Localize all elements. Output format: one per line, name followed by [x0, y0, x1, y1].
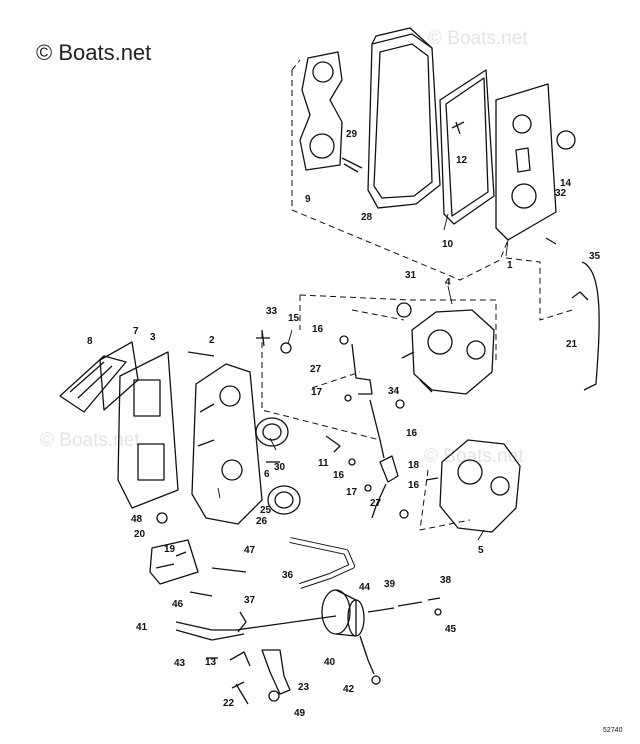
carburetor-part	[401, 309, 495, 395]
callout-number: 2	[209, 335, 215, 346]
bracket-part	[261, 649, 291, 695]
wire-part	[175, 615, 337, 641]
cap-part	[396, 302, 412, 318]
solenoid-part	[321, 589, 365, 637]
plunger-part	[367, 597, 441, 613]
callout-number: 19	[164, 544, 176, 555]
callout-number: 27	[310, 364, 322, 375]
nut-part	[280, 342, 292, 354]
callout-number: 29	[346, 129, 358, 140]
callout-number: 36	[282, 570, 294, 581]
callout-number: 31	[405, 270, 417, 281]
callout-number: 16	[406, 428, 418, 439]
screw-part	[341, 157, 363, 173]
callout-number: 4	[445, 277, 451, 288]
clamp-part	[229, 651, 251, 667]
callout-labels: 1234567891011121314151616161617171819202…	[87, 129, 601, 719]
cover-plate-part	[495, 83, 557, 241]
diagram-code: 52740	[603, 727, 623, 734]
callout-number: 37	[244, 595, 256, 606]
callout-number: 28	[361, 212, 373, 223]
nut-part	[434, 608, 442, 616]
screw-part	[187, 351, 215, 357]
callout-number: 16	[408, 480, 420, 491]
gasket-part	[255, 417, 301, 515]
screw-part	[256, 329, 270, 347]
callout-number: 8	[87, 336, 93, 347]
clip-part	[571, 291, 589, 301]
ghost-watermark: © Boats.net	[428, 28, 528, 49]
callout-number: 47	[244, 545, 256, 556]
screw-part	[451, 121, 465, 135]
reed-valve-part	[59, 355, 127, 413]
ghost-watermark: © Boats.net	[424, 446, 524, 467]
callout-number: 16	[333, 470, 345, 481]
callout-number: 13	[205, 657, 217, 668]
callout-number: 27	[370, 498, 382, 509]
nut-part	[268, 690, 280, 702]
callout-number: 38	[440, 575, 452, 586]
callout-number: 48	[131, 514, 143, 525]
ghost-watermark: © Boats.net	[40, 430, 140, 451]
bracket-part	[149, 512, 199, 585]
screw-part	[211, 567, 247, 573]
callout-number: 10	[442, 239, 454, 250]
callout-number: 26	[256, 516, 268, 527]
gasket-part	[439, 69, 495, 225]
callout-number: 15	[288, 313, 300, 324]
callout-number: 46	[172, 599, 184, 610]
callout-number: 18	[408, 460, 420, 471]
callout-number: 41	[136, 622, 148, 633]
callout-number: 32	[555, 188, 567, 199]
callout-number: 6	[264, 469, 270, 480]
callout-number: 22	[223, 698, 235, 709]
linkage-part	[325, 335, 409, 519]
screw-part	[231, 681, 249, 705]
callout-number: 45	[445, 624, 457, 635]
screw-part	[545, 237, 557, 245]
leaf-plate-part	[117, 351, 179, 509]
intake-manifold-part	[191, 363, 263, 525]
callout-number: 44	[359, 582, 371, 593]
callout-number: 5	[478, 545, 484, 556]
callout-number: 3	[150, 332, 156, 343]
callout-number: 34	[388, 386, 400, 397]
callout-number: 17	[311, 387, 323, 398]
callout-number: 33	[266, 306, 278, 317]
leader-lines	[217, 213, 509, 541]
callout-number: 16	[312, 324, 324, 335]
callout-number: 35	[589, 251, 601, 262]
callout-number: 21	[566, 339, 578, 350]
callout-number: 39	[384, 579, 396, 590]
callout-number: 43	[174, 658, 186, 669]
carburetor-part	[425, 439, 521, 533]
assembly-outline	[261, 59, 573, 531]
callout-number: 12	[456, 155, 468, 166]
callout-number: 20	[134, 529, 146, 540]
gasket-part	[299, 51, 343, 171]
callout-number: 23	[298, 682, 310, 693]
callout-number: 42	[343, 684, 355, 695]
watermark-text: © Boats.net	[36, 40, 152, 65]
callout-number: 49	[294, 708, 306, 719]
callout-number: 11	[318, 458, 329, 469]
callout-number: 1	[507, 260, 513, 271]
callout-number: 14	[560, 178, 572, 189]
clamp-part	[237, 611, 247, 633]
callout-number: 17	[346, 487, 358, 498]
callout-number: 9	[305, 194, 311, 205]
wire-part	[359, 635, 375, 675]
hose-part	[581, 261, 600, 391]
callout-number: 40	[324, 657, 336, 668]
callout-number: 7	[133, 326, 139, 337]
callout-number: 30	[274, 462, 286, 473]
screw-part	[189, 591, 213, 597]
callout-number: 25	[260, 505, 272, 516]
manifold-cover-part	[367, 27, 441, 209]
plug-part	[556, 130, 576, 150]
